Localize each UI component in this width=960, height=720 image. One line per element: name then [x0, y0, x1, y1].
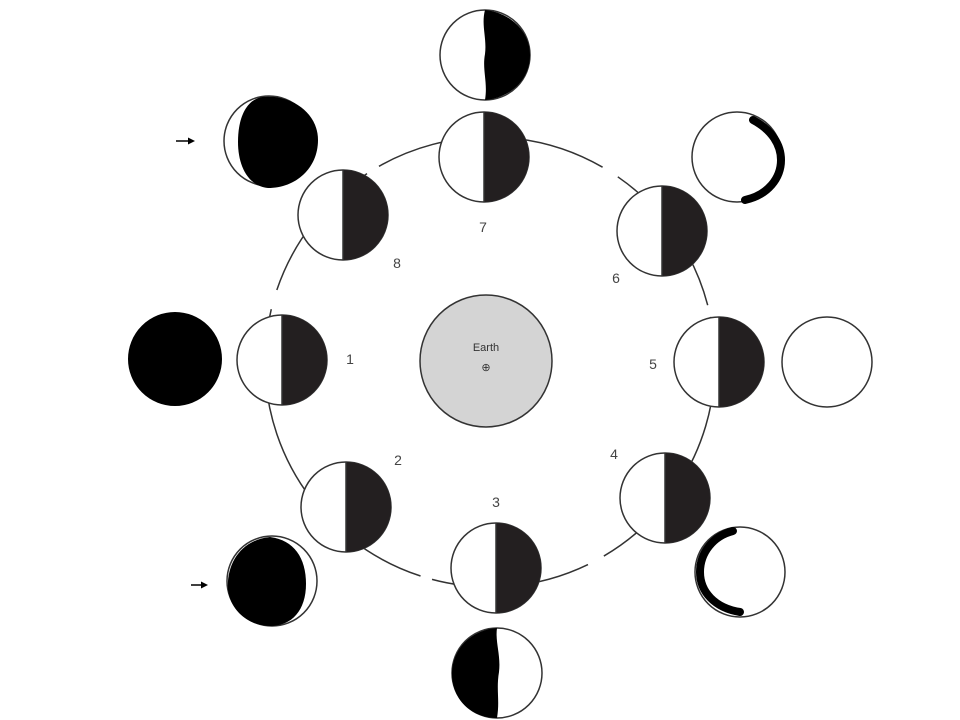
phase-view-6-marker [741, 116, 786, 204]
position-label-7: 7 [479, 219, 487, 235]
earth-label: Earth [473, 342, 499, 354]
orbit-moon-6 [616, 185, 708, 277]
phase-view-3 [451, 627, 543, 719]
phase-view-5 [781, 316, 873, 408]
orbit-moon-1 [236, 314, 328, 406]
orbit-moon-5 [673, 316, 765, 408]
arrow-icon [176, 137, 195, 145]
orbit-moon-3 [450, 522, 542, 614]
position-label-2: 2 [394, 452, 402, 468]
phase-view-4-marker [695, 527, 744, 616]
position-label-8: 8 [393, 255, 401, 271]
phase-view-4 [694, 526, 786, 618]
earth: Earth ⊕ [419, 294, 553, 428]
orbit-moon-4 [619, 452, 711, 544]
position-label-3: 3 [492, 494, 500, 510]
phase-view-8 [223, 95, 318, 188]
phase-view-6 [691, 111, 786, 204]
position-label-1: 1 [346, 351, 354, 367]
position-label-5: 5 [649, 356, 657, 372]
phase-view-2 [226, 535, 318, 627]
orbit-moon-7 [438, 111, 530, 203]
position-label-4: 4 [610, 446, 618, 462]
phase-view-7 [439, 9, 531, 101]
earth-symbol: ⊕ [481, 362, 490, 374]
orbit-moon-2 [300, 461, 392, 553]
earth-globe [419, 294, 553, 428]
position-label-6: 6 [612, 270, 620, 286]
phase-view-1 [128, 312, 222, 406]
orbit-moon-8 [297, 169, 389, 261]
arrow-icon [191, 581, 208, 589]
